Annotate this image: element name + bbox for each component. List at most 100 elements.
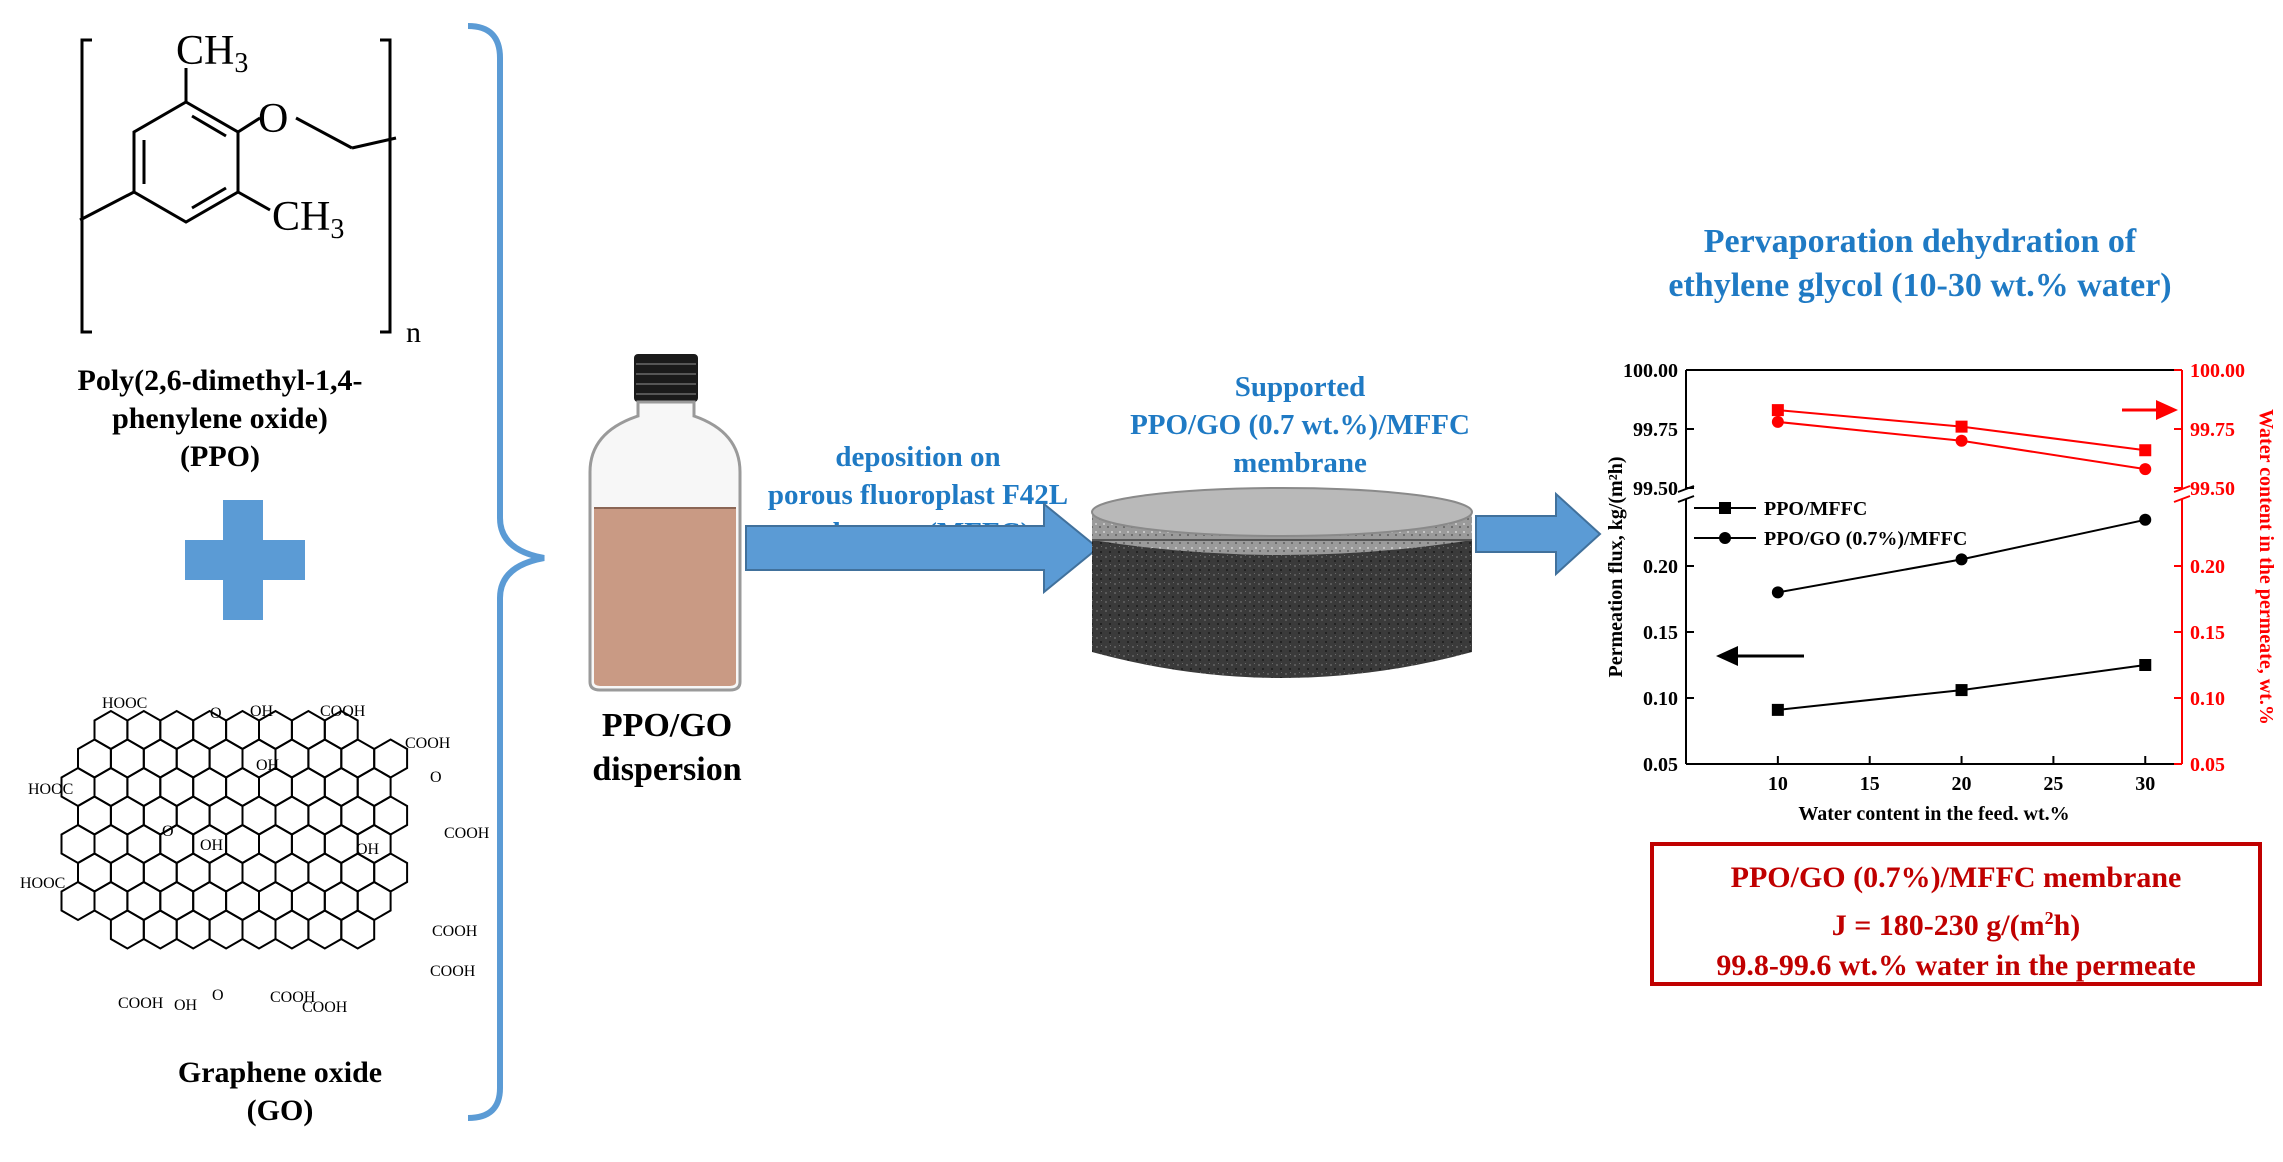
svg-text:COOH: COOH <box>430 963 476 980</box>
svg-text:OH: OH <box>256 757 280 774</box>
y-left-tick-label: 0.10 <box>1643 688 1678 710</box>
benzene-ring <box>132 100 240 224</box>
x-tick-label: 10 <box>1768 773 1788 795</box>
plus-icon <box>185 500 305 620</box>
ppo-structure: CH3 O CH3 n <box>79 28 421 349</box>
svg-text:O: O <box>210 705 222 722</box>
ppo-name-line1: Poly(2,6-dimethyl-1,4- <box>77 364 363 397</box>
go-name-abbr: (GO) <box>246 1094 314 1127</box>
y-right-tick-label: 0.10 <box>2190 688 2225 710</box>
process-arrow-2 <box>1475 491 1602 577</box>
y-left-axis-label: Permeation flux, kg/(m²h) <box>1605 457 1627 678</box>
graphene-ring <box>340 909 376 950</box>
axis-break-mark <box>1677 495 1695 503</box>
svg-text:HOOC: HOOC <box>28 781 73 798</box>
data-point-square <box>2139 659 2152 671</box>
data-point-circle <box>2139 513 2152 526</box>
process-arrow-1 <box>745 501 1100 595</box>
ppo-name-abbr: (PPO) <box>180 440 260 473</box>
right-axis-arrowhead <box>2156 400 2178 420</box>
chart-title: Pervaporation dehydration of ethylene gl… <box>1600 220 2240 308</box>
axis-break-gap <box>2174 489 2190 499</box>
y-right-tick-label: 0.05 <box>2190 754 2225 776</box>
data-point-square <box>1955 420 1968 433</box>
result-line2: J = 180-230 g/(m2h) <box>1831 908 2081 942</box>
axis-break-mark <box>2173 495 2191 503</box>
dispersion-label: PPO/GO dispersion <box>552 704 782 792</box>
data-point-square <box>1955 684 1968 697</box>
legend-label: PPO/GO (0.7%)/MFFC <box>1764 528 1967 550</box>
svg-text:OH: OH <box>174 997 198 1014</box>
graphene-ring <box>241 909 277 950</box>
x-tick-label: 15 <box>1860 773 1880 795</box>
y-right-tick-label: 0.15 <box>2190 622 2225 644</box>
ppo-name: Poly(2,6-dimethyl-1,4- phenylene oxide) … <box>40 362 400 476</box>
graphene-ring <box>109 909 145 950</box>
bottle-icon <box>588 354 742 692</box>
legend-marker-circle <box>1719 532 1731 544</box>
graphene-ring <box>307 909 343 950</box>
graphene-ring <box>60 880 96 922</box>
left-bracket <box>80 38 92 334</box>
graphene-oxide-structure: HOOC COOH COOH HOOC COOH HOOC COOH COOH … <box>20 695 490 1016</box>
data-point-circle <box>1955 553 1968 566</box>
y-left-tick-label: 0.05 <box>1643 754 1678 776</box>
go-name: Graphene oxide (GO) <box>100 1054 460 1130</box>
membrane-line1: Supported <box>1234 371 1366 403</box>
ppo-name-line2: phenylene oxide) <box>112 402 328 435</box>
x-axis-label: Water content in the feed, wt.% <box>1798 803 2069 820</box>
deposition-line2: porous fluoroplast F42L <box>767 479 1069 511</box>
data-point-circle <box>2139 463 2152 476</box>
membrane-line2: PPO/GO (0.7 wt.%)/MFFC <box>1130 409 1470 441</box>
deposition-line1: deposition on <box>835 441 1001 473</box>
result-line3: 99.8-99.6 wt.% water in the permeate <box>1716 949 2196 982</box>
svg-text:COOH: COOH <box>320 703 366 720</box>
right-bracket <box>380 38 392 334</box>
svg-text:COOH: COOH <box>302 999 348 1016</box>
svg-text:COOH: COOH <box>118 995 164 1012</box>
svg-text:HOOC: HOOC <box>102 695 147 712</box>
y-left-tick-label: 99.50 <box>1633 478 1678 500</box>
svg-text:O: O <box>430 769 442 786</box>
data-point-circle <box>1771 415 1784 428</box>
axis-break-gap <box>1678 489 1694 499</box>
x-tick-label: 25 <box>2043 773 2063 795</box>
graphene-ring <box>142 909 178 950</box>
svg-text:OH: OH <box>250 703 274 720</box>
data-point-circle <box>1771 586 1784 599</box>
svg-text:COOH: COOH <box>432 923 478 940</box>
svg-text:O: O <box>212 987 224 1004</box>
y-left-tick-label: 0.15 <box>1643 622 1678 644</box>
membrane-disc <box>1091 487 1473 678</box>
data-point-square <box>1771 703 1784 716</box>
left-axis-arrowhead <box>1716 646 1738 666</box>
svg-text:COOH: COOH <box>405 735 451 752</box>
data-point-square <box>2139 444 2152 457</box>
svg-text:O: O <box>162 823 174 840</box>
graphene-ring <box>208 909 244 950</box>
membrane-line3: membrane <box>1233 447 1367 479</box>
y-left-tick-label: 0.20 <box>1643 556 1678 578</box>
result-box: PPO/GO (0.7%)/MFFC membrane J = 180-230 … <box>1650 842 2262 986</box>
data-point-circle <box>1955 434 1968 447</box>
graphene-ring <box>175 909 211 950</box>
svg-text:COOH: COOH <box>270 989 316 1006</box>
svg-text:HOOC: HOOC <box>20 875 65 892</box>
y-right-axis-label: Water content in the permeate, wt.% <box>2255 409 2277 725</box>
dispersion-line1: PPO/GO <box>601 707 733 744</box>
oxygen-label: O <box>258 96 288 142</box>
membrane-label: Supported PPO/GO (0.7 wt.%)/MFFC membran… <box>1080 368 1520 482</box>
go-name-line1: Graphene oxide <box>177 1056 383 1089</box>
legend-marker-square <box>1719 502 1731 514</box>
ch3-bottom-label: CH3 <box>272 194 344 245</box>
y-left-tick-label: 100.00 <box>1623 360 1678 382</box>
svg-text:OH: OH <box>200 837 224 854</box>
svg-text:COOH: COOH <box>444 825 490 842</box>
y-right-tick-label: 99.75 <box>2190 419 2235 441</box>
result-line1: PPO/GO (0.7%)/MFFC membrane <box>1730 861 2182 894</box>
curly-brace <box>467 23 545 1121</box>
y-left-tick-label: 99.75 <box>1633 419 1678 441</box>
x-tick-label: 20 <box>1952 773 1972 795</box>
y-right-tick-label: 0.20 <box>2190 556 2225 578</box>
